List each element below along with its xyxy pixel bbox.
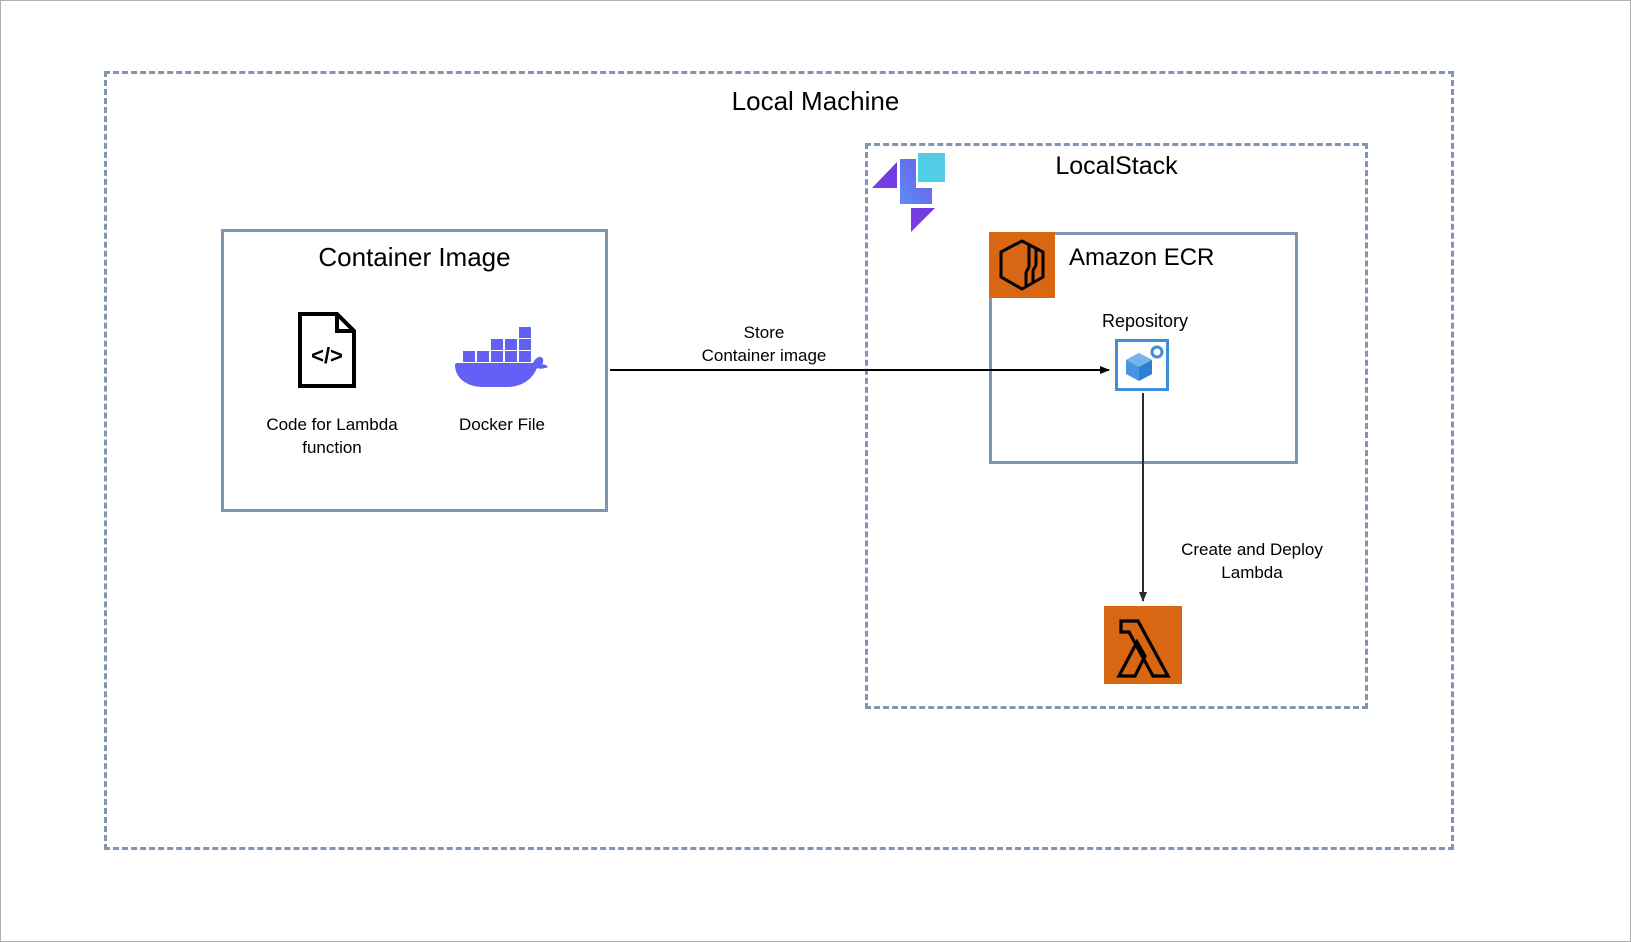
deploy-arrow-label-line2: Lambda [1221,563,1283,583]
deploy-arrow-label-line1: Create and Deploy [1181,540,1323,559]
docker-file-caption-line1: Docker File [459,415,545,434]
store-arrow-label-line2: Container image [701,346,827,366]
store-arrow-label: Store Container image [629,321,899,368]
localstack-logo-icon [869,150,947,232]
local-machine-container [104,71,1454,850]
localstack-container [865,143,1368,709]
container-image-title: Container Image [318,242,511,272]
svg-text:</>: </> [311,343,343,368]
code-file-caption-line2: function [302,437,362,457]
code-file-caption: Code for Lambda function [237,414,427,460]
docker-whale-icon [453,326,549,388]
ecr-repository-icon [1115,339,1169,391]
deploy-arrow-label: Create and Deploy Lambda [1157,538,1347,585]
store-arrow-label-line1: Store [743,323,785,342]
container-image-box [221,229,608,512]
code-file-icon: </> [296,311,358,389]
localstack-title: LocalStack [1055,152,1178,180]
repository-caption: Repository [1101,311,1189,331]
aws-lambda-icon [1104,606,1182,684]
local-machine-title: Local Machine [731,86,900,116]
docker-file-caption: Docker File [421,414,583,437]
amazon-ecr-title: Amazon ECR [1069,244,1215,271]
amazon-ecr-icon [989,232,1055,298]
code-file-caption-line1: Code for Lambda [266,415,398,434]
